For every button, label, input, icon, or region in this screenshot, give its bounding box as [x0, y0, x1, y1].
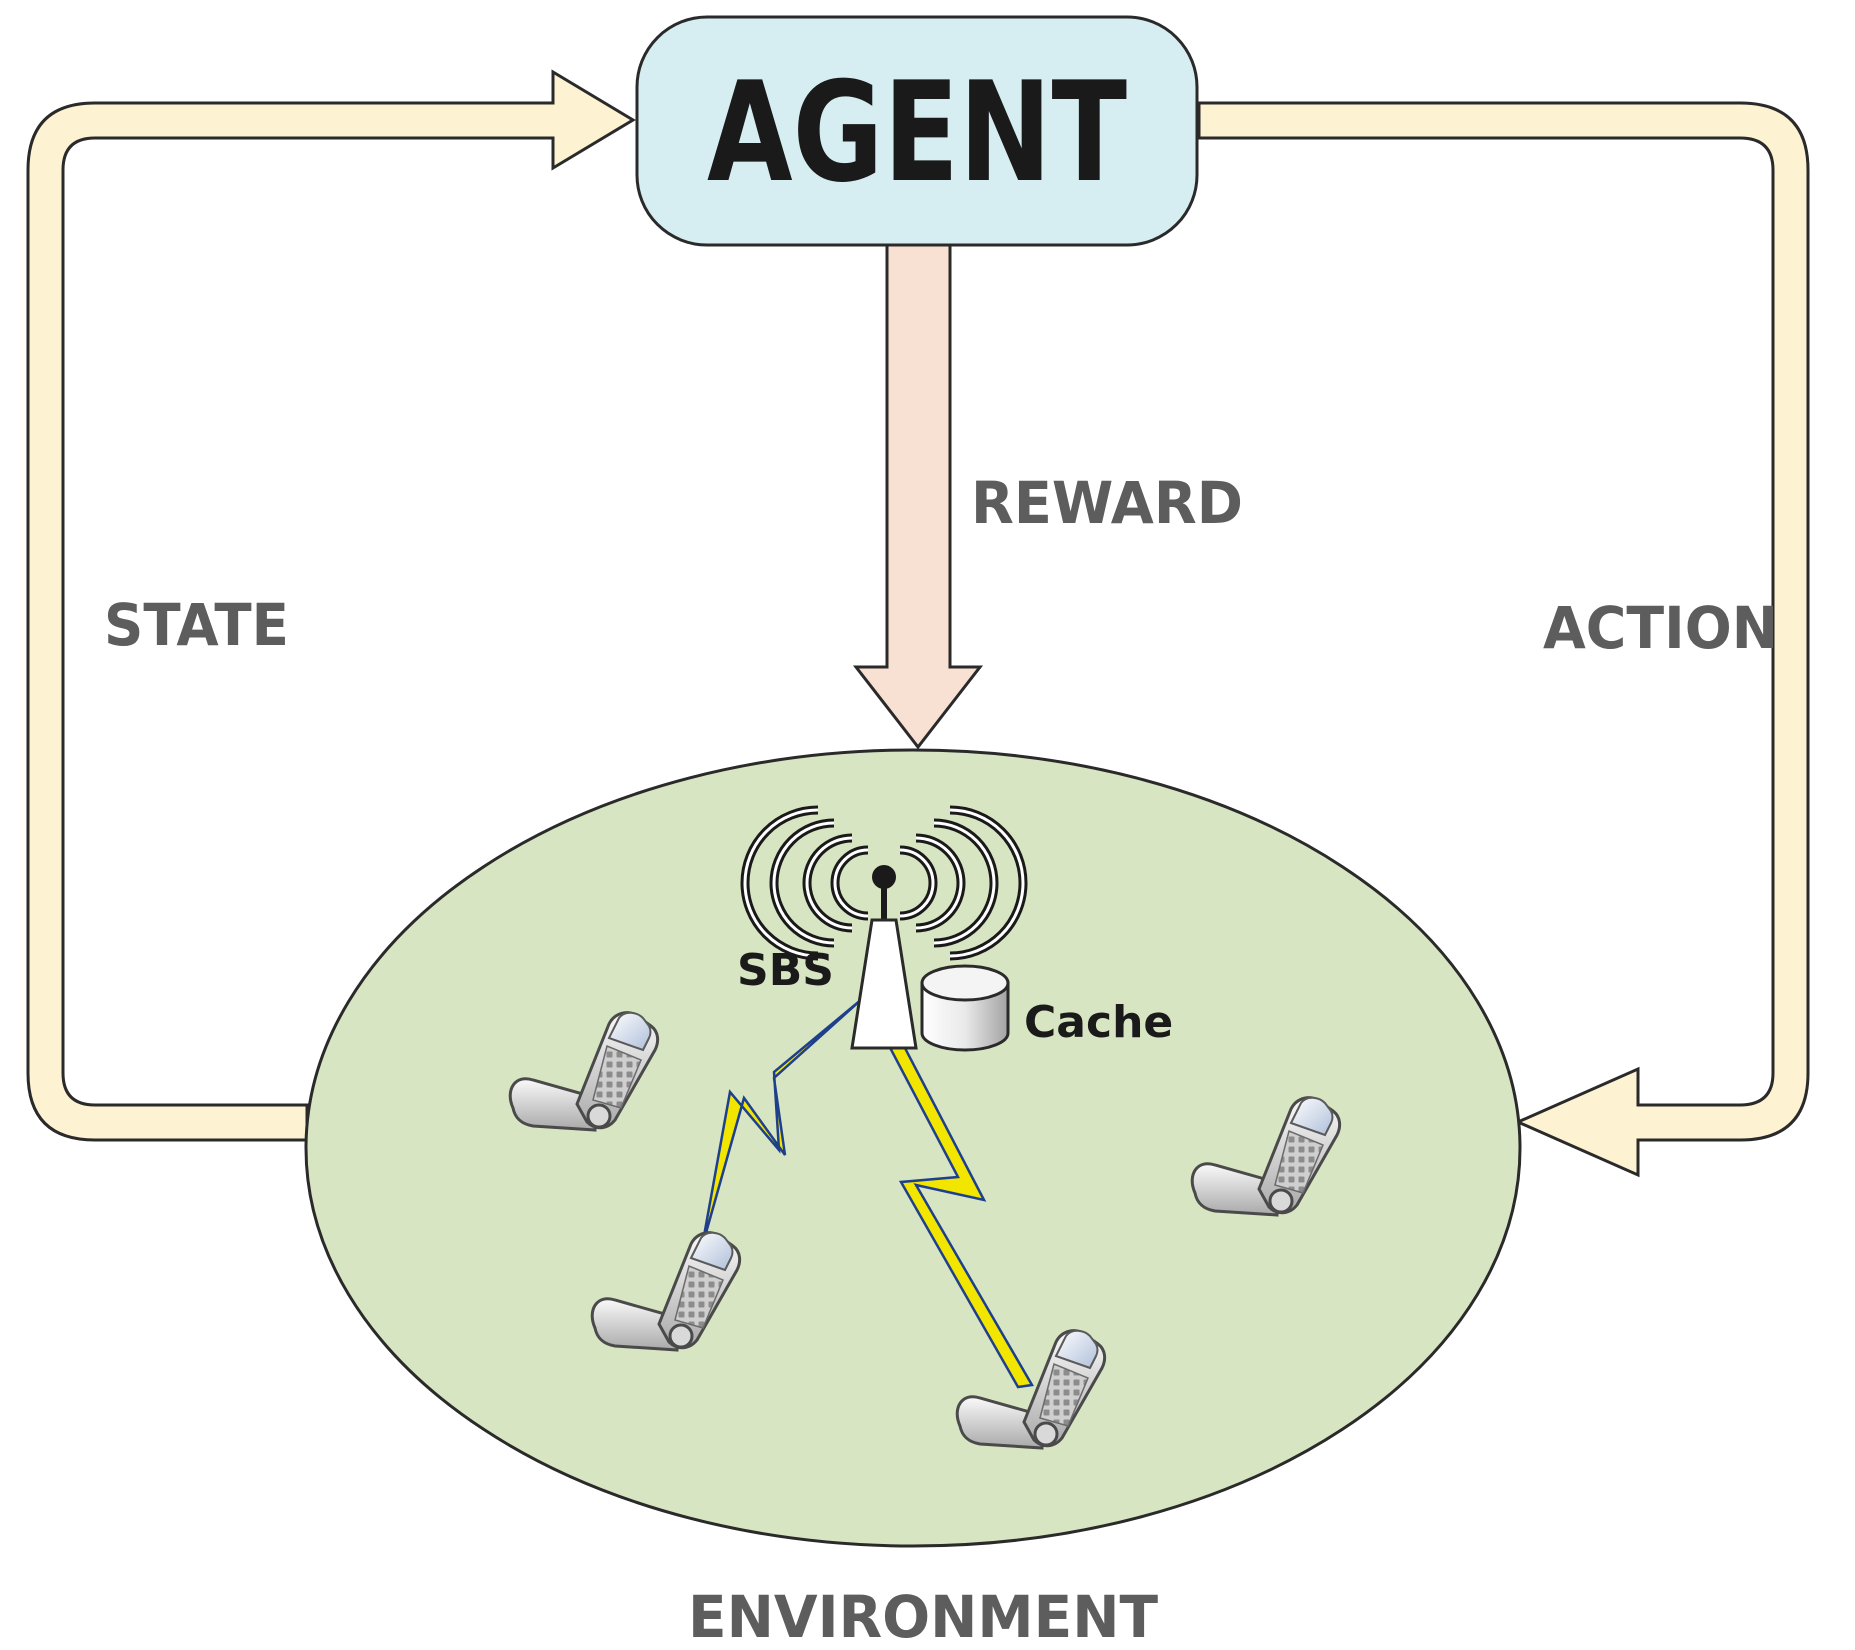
antenna-tower-icon [740, 805, 1028, 1050]
environment-ellipse [304, 748, 1522, 1548]
lightning-link-icon [862, 998, 1035, 1389]
state-arrow [26, 69, 636, 1142]
agent-label: AGENT [707, 52, 1127, 213]
database-cylinder-icon [920, 964, 1010, 1052]
signal-waves-icon [740, 805, 1028, 961]
cache: Cache [920, 964, 1173, 1052]
cache-label: Cache [1024, 997, 1173, 1048]
action-arrow [1197, 101, 1810, 1178]
state-label: STATE [104, 591, 289, 659]
reward-label: REWARD [971, 469, 1243, 537]
sbs-label: SBS [737, 945, 834, 996]
environment-label: ENVIRONMENT [688, 1583, 1158, 1650]
wireless-link-right [862, 998, 1035, 1389]
base-station: SBS [737, 805, 1028, 1050]
reward-arrow [852, 243, 984, 750]
action-label: ACTION [1543, 594, 1778, 662]
agent-box [635, 15, 1199, 247]
